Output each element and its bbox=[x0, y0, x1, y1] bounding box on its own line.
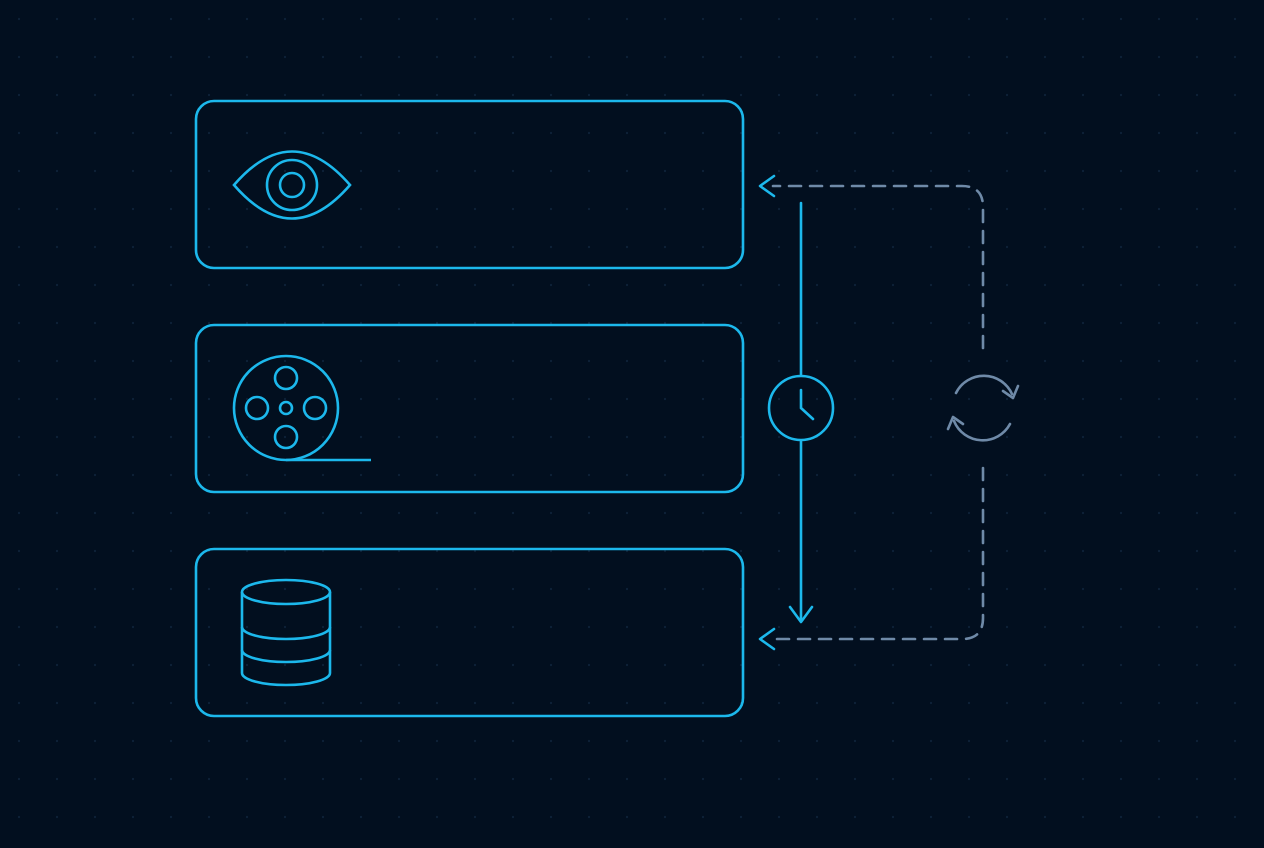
panel-storage-frame bbox=[194, 547, 745, 718]
panel-view-frame bbox=[194, 99, 745, 270]
panel-view[interactable] bbox=[194, 99, 745, 270]
panel-storage[interactable] bbox=[194, 547, 745, 718]
panel-media-frame bbox=[194, 323, 745, 494]
database-icon bbox=[240, 578, 332, 687]
film-reel-icon bbox=[232, 354, 371, 462]
sync-loop-connector bbox=[771, 184, 985, 641]
arrowhead-left-bottom bbox=[758, 627, 776, 651]
sync-line-bottom bbox=[771, 466, 985, 641]
panel-media[interactable] bbox=[194, 323, 745, 494]
timeline-connector bbox=[788, 201, 814, 624]
clock-icon bbox=[767, 374, 835, 442]
timeline-arrowhead bbox=[788, 605, 814, 624]
eye-icon bbox=[232, 150, 352, 220]
arrowhead-left-top bbox=[758, 174, 776, 198]
sync-line-top bbox=[771, 184, 985, 350]
arrowheads bbox=[758, 174, 776, 651]
refresh-icon bbox=[946, 374, 1020, 442]
